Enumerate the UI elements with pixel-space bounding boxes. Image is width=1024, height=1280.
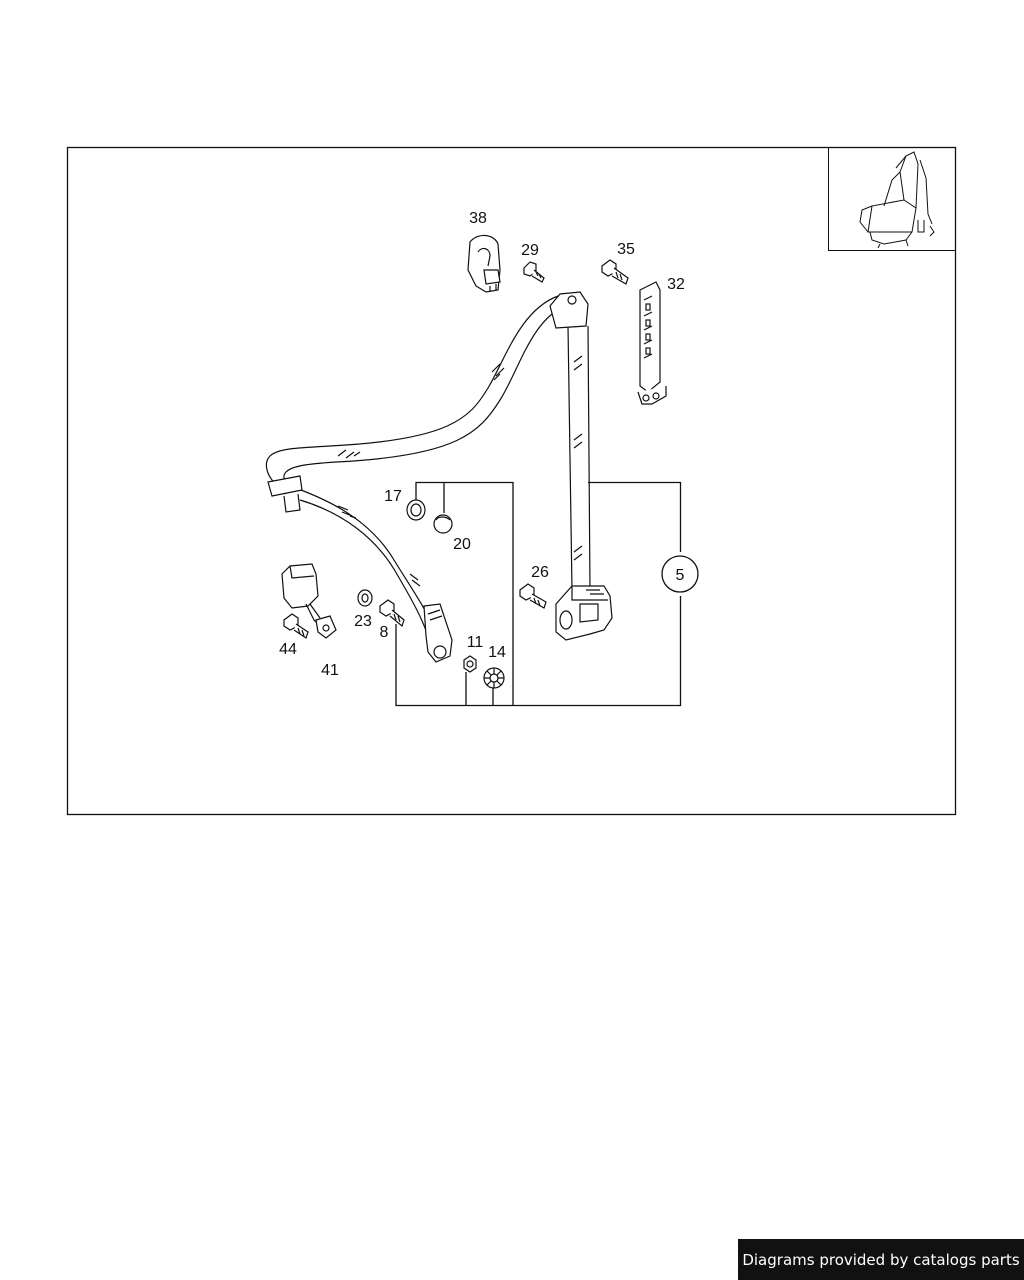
belt-end-anchor [423,603,453,663]
callout-11: 11 [467,634,484,651]
callout-44: 44 [279,641,297,658]
diagram-credit-text: Diagrams provided by catalogs parts [742,1250,1020,1269]
diagram-frame [66,146,957,816]
callout-41: 41 [321,662,339,679]
callout-17: 17 [384,488,402,505]
callout-leader-lines [395,481,682,707]
part-35-bolt [601,259,629,285]
part-11-nut [463,655,477,673]
part-20-cap [433,514,453,534]
part-41-buckle [281,563,337,639]
callout-32: 32 [667,276,685,293]
callout-35: 35 [617,241,635,258]
upper-belt-guide [549,291,589,329]
diagram-credit-banner: Diagrams provided by catalogs parts [738,1239,1024,1280]
callout-8: 8 [380,624,389,641]
part-23-nut [357,589,373,607]
part-5-circle [661,555,699,593]
belt-loop-guide [267,475,303,513]
seat-thumbnail [828,147,956,251]
callout-20: 20 [453,536,471,553]
part-44-bolt [283,613,309,639]
callout-26: 26 [531,564,549,581]
callout-14: 14 [488,644,506,661]
part-14-washer [483,667,505,689]
part-32-height-adjuster [637,281,667,405]
callout-38: 38 [469,210,487,227]
callout-29: 29 [521,242,539,259]
part-8-bolt [379,599,405,628]
belt-retractor [555,585,613,641]
part-38-cover [467,234,501,293]
callout-23: 23 [354,613,372,630]
part-17-grommet [406,499,426,521]
callout-5: 5 [676,567,685,584]
part-26-bolt [519,583,547,609]
part-29-bolt [523,261,545,283]
